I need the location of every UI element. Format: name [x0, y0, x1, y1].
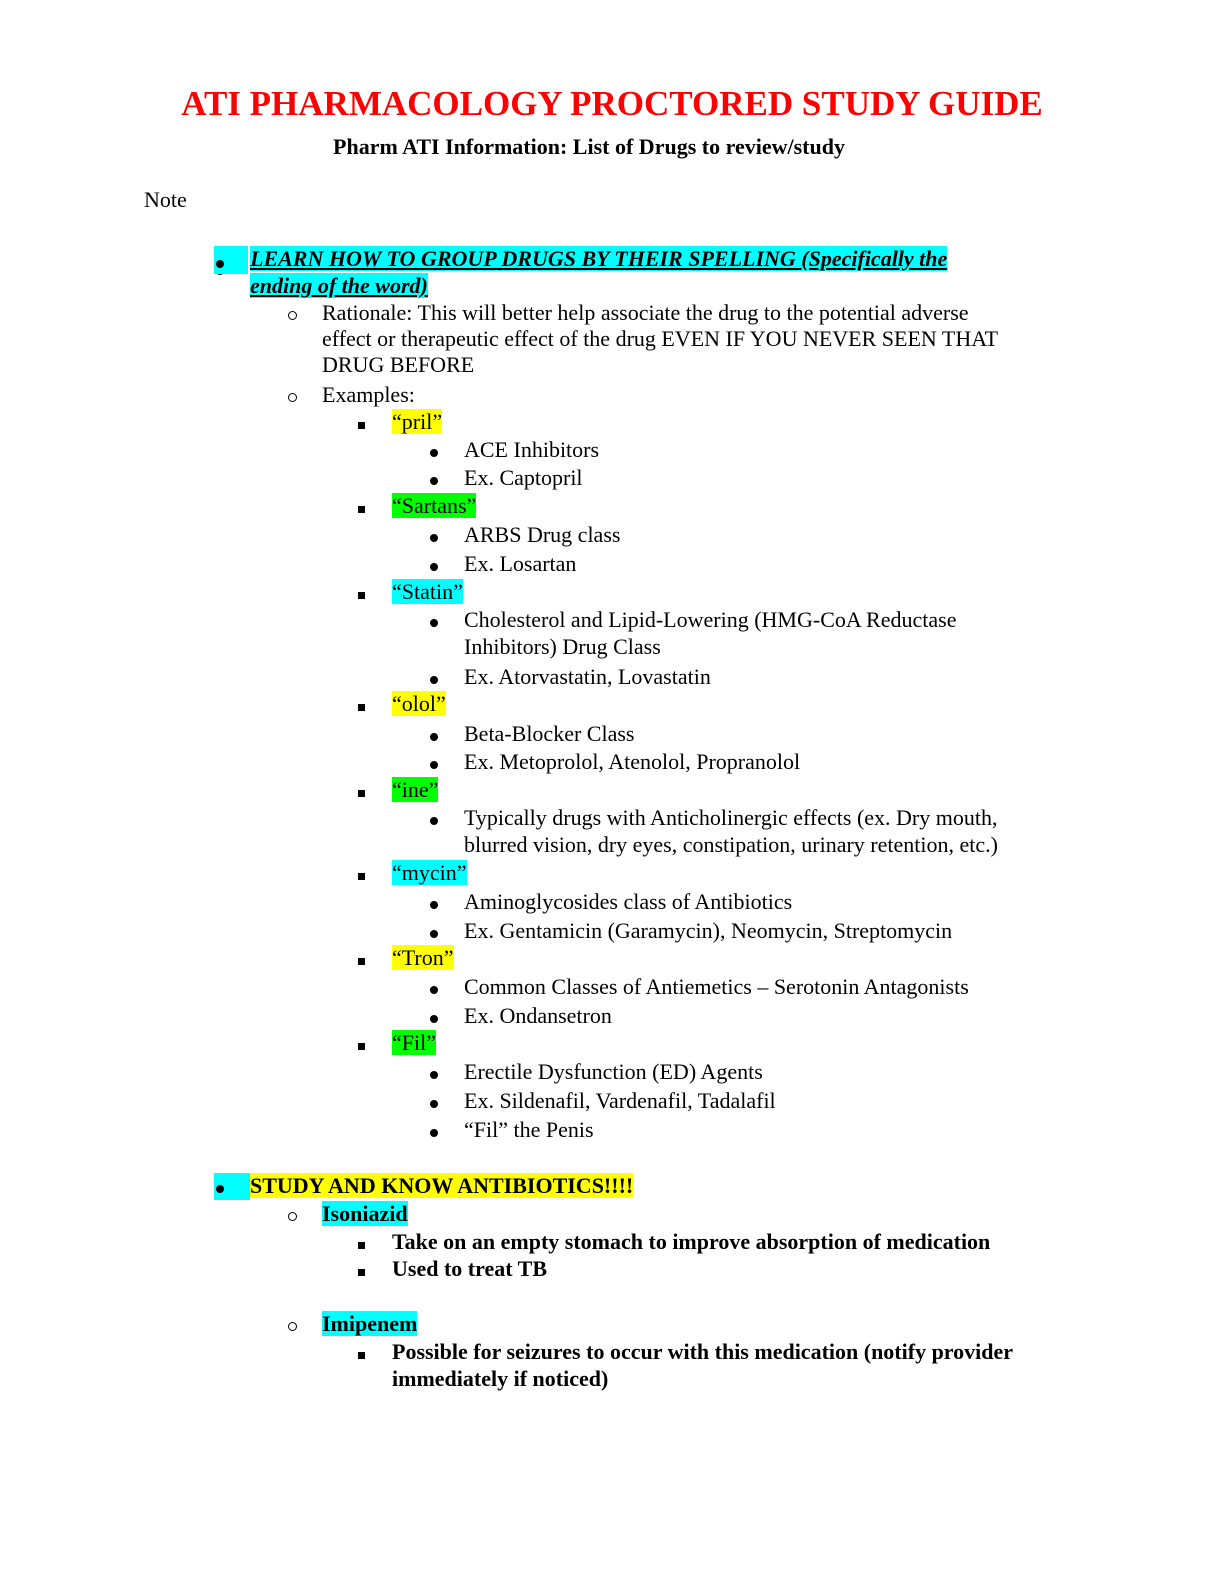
square-bullet-icon	[358, 777, 365, 803]
list-item-cont: Inhibitors) Drug Class	[464, 634, 661, 659]
drug-point: Take on an empty stomach to improve abso…	[392, 1229, 991, 1254]
document-title: ATI PHARMACOLOGY PROCTORED STUDY GUIDE	[181, 84, 1043, 123]
suffix-tron: “Tron”	[392, 945, 454, 970]
list-item: Typically drugs with Anticholinergic eff…	[464, 805, 998, 830]
list-item: ACE Inhibitors	[464, 437, 600, 462]
examples-label: Examples:	[322, 382, 415, 407]
list-item: Erectile Dysfunction (ED) Agents	[464, 1059, 763, 1084]
suffix-fil: “Fil”	[392, 1030, 436, 1055]
circle-bullet-icon	[288, 382, 297, 408]
list-item-cont: blurred vision, dry eyes, constipation, …	[464, 832, 998, 857]
bullet-icon	[430, 749, 438, 775]
bullet-icon	[430, 918, 438, 944]
bullet-icon	[216, 248, 224, 274]
bullet-icon	[430, 522, 438, 548]
drug-point: Used to treat TB	[392, 1256, 548, 1281]
bullet-icon	[430, 551, 438, 577]
bullet-icon	[430, 437, 438, 463]
rationale-text: DRUG BEFORE	[322, 352, 475, 377]
list-item: Ex. Gentamicin (Garamycin), Neomycin, St…	[464, 918, 953, 943]
square-bullet-icon	[358, 409, 365, 435]
suffix-mycin: “mycin”	[392, 860, 467, 885]
bullet-icon	[430, 1117, 438, 1143]
circle-bullet-icon	[288, 1311, 297, 1337]
bullet-icon	[430, 664, 438, 690]
list-item: Common Classes of Antiemetics – Serotoni…	[464, 974, 969, 999]
list-item: “Fil” the Penis	[464, 1117, 594, 1142]
square-bullet-icon	[358, 493, 365, 519]
circle-bullet-icon	[288, 1201, 297, 1227]
square-bullet-icon	[358, 579, 365, 605]
square-bullet-icon	[358, 860, 365, 886]
suffix-ine: “ine”	[392, 777, 439, 802]
square-bullet-icon	[358, 1229, 365, 1255]
drug-point: Possible for seizures to occur with this…	[392, 1339, 1014, 1364]
list-item: Ex. Metoprolol, Atenolol, Propranolol	[464, 749, 801, 774]
circle-bullet-icon	[288, 300, 297, 326]
bullet-icon	[430, 974, 438, 1000]
rationale-text: effect or therapeutic effect of the drug…	[322, 326, 999, 351]
list-item: Aminoglycosides class of Antibiotics	[464, 889, 793, 914]
section-heading-antibiotics: STUDY AND KNOW ANTIBIOTICS!!!!	[250, 1173, 634, 1198]
list-item: Ex. Captopril	[464, 465, 583, 490]
document-subtitle: Pharm ATI Information: List of Drugs to …	[333, 134, 845, 159]
square-bullet-icon	[358, 1030, 365, 1056]
bullet-icon	[216, 1173, 224, 1199]
square-bullet-icon	[358, 1339, 365, 1365]
list-item: Ex. Ondansetron	[464, 1003, 612, 1028]
suffix-olol: “olol”	[392, 691, 446, 716]
suffix-statin: “Statin”	[392, 579, 463, 604]
rationale-text: Rationale: This will better help associa…	[322, 300, 969, 325]
drug-name-imipenem: Imipenem	[322, 1311, 418, 1336]
list-item: ARBS Drug class	[464, 522, 621, 547]
bullet-icon	[430, 1003, 438, 1029]
list-item: Ex. Atorvastatin, Lovastatin	[464, 664, 711, 689]
square-bullet-icon	[358, 945, 365, 971]
bullet-icon	[430, 607, 438, 633]
list-item: Beta-Blocker Class	[464, 721, 635, 746]
bullet-icon	[430, 1088, 438, 1114]
suffix-pril: “pril”	[392, 409, 443, 434]
list-item: Ex. Sildenafil, Vardenafil, Tadalafil	[464, 1088, 776, 1113]
drug-name-isoniazid: Isoniazid	[322, 1201, 408, 1226]
note-label: Note	[144, 187, 187, 212]
bullet-icon	[430, 889, 438, 915]
bullet-icon	[430, 1059, 438, 1085]
suffix-sartans: “Sartans”	[392, 493, 477, 518]
list-item: Ex. Losartan	[464, 551, 577, 576]
drug-point-cont: immediately if noticed)	[392, 1366, 609, 1391]
section-heading-spelling: LEARN HOW TO GROUP DRUGS BY THEIR SPELLI…	[250, 246, 948, 271]
section-heading-spelling-cont: ending of the word)	[250, 273, 428, 298]
bullet-icon	[430, 805, 438, 831]
square-bullet-icon	[358, 1256, 365, 1282]
bullet-icon	[430, 721, 438, 747]
bullet-icon	[430, 465, 438, 491]
list-item: Cholesterol and Lipid-Lowering (HMG-CoA …	[464, 607, 957, 632]
square-bullet-icon	[358, 691, 365, 717]
